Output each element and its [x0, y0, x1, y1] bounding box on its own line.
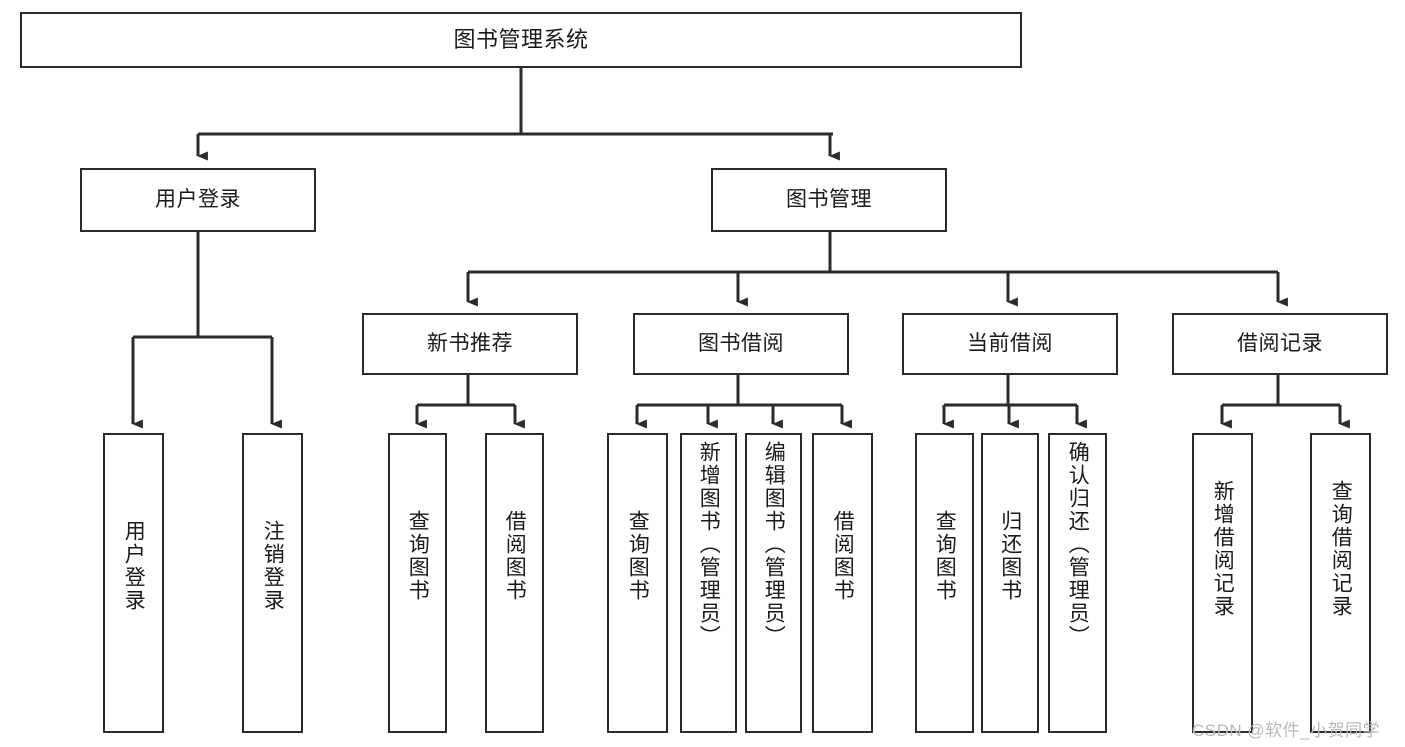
leaf-edit-book-admin[interactable]: 编辑图书（管理员） — [745, 433, 802, 733]
node-label: 借阅记录 — [1237, 332, 1323, 356]
node-label: 用户登录 — [155, 188, 241, 212]
leaf-borrow-book-new-rec[interactable]: 借阅图书 — [485, 433, 544, 733]
leaf-logout-login[interactable]: 注销登录 — [242, 433, 303, 733]
leaf-confirm-return-admin[interactable]: 确认归还（管理员） — [1048, 433, 1107, 733]
node-root-system[interactable]: 图书管理系统 — [20, 12, 1022, 68]
node-new-book-rec[interactable]: 新书推荐 — [362, 313, 578, 375]
node-label: 查询图书 — [626, 510, 650, 602]
leaf-query-book-new-rec[interactable]: 查询图书 — [388, 433, 447, 733]
leaf-query-borrow-record[interactable]: 查询借阅记录 — [1310, 433, 1371, 733]
node-label: 借阅图书 — [831, 510, 855, 602]
leaf-query-book-current[interactable]: 查询图书 — [915, 433, 974, 733]
node-label: 图书管理系统 — [453, 27, 589, 53]
node-label: 查询图书 — [406, 510, 430, 602]
leaf-user-login[interactable]: 用户登录 — [103, 433, 164, 733]
node-borrow-record[interactable]: 借阅记录 — [1172, 313, 1388, 375]
node-label: 新增图书（管理员） — [697, 441, 721, 648]
node-label: 编辑图书（管理员） — [762, 441, 786, 648]
node-label: 借阅图书 — [503, 510, 527, 602]
leaf-add-borrow-record[interactable]: 新增借阅记录 — [1192, 433, 1253, 733]
node-label: 图书借阅 — [698, 332, 784, 356]
node-label: 查询图书 — [933, 510, 957, 602]
node-book-manage[interactable]: 图书管理 — [711, 168, 947, 232]
node-label: 用户登录 — [122, 520, 146, 612]
node-user-login[interactable]: 用户登录 — [80, 168, 316, 232]
csdn-watermark: CSDN @软件_小贺同学 — [1192, 721, 1381, 740]
node-label: 查询借阅记录 — [1329, 480, 1353, 618]
node-label: 注销登录 — [261, 520, 285, 612]
node-label: 归还图书 — [998, 510, 1022, 602]
node-label: 新书推荐 — [427, 332, 513, 356]
node-label: 新增借阅记录 — [1211, 480, 1235, 618]
node-label: 图书管理 — [786, 188, 872, 212]
leaf-return-book[interactable]: 归还图书 — [981, 433, 1039, 733]
node-label: 确认归还（管理员） — [1066, 441, 1090, 648]
leaf-add-book-admin[interactable]: 新增图书（管理员） — [680, 433, 737, 733]
leaf-query-book-borrow[interactable]: 查询图书 — [607, 433, 668, 733]
node-current-borrow[interactable]: 当前借阅 — [902, 313, 1118, 375]
leaf-borrow-book-borrow[interactable]: 借阅图书 — [812, 433, 873, 733]
node-book-borrow[interactable]: 图书借阅 — [633, 313, 849, 375]
node-label: 当前借阅 — [967, 332, 1053, 356]
